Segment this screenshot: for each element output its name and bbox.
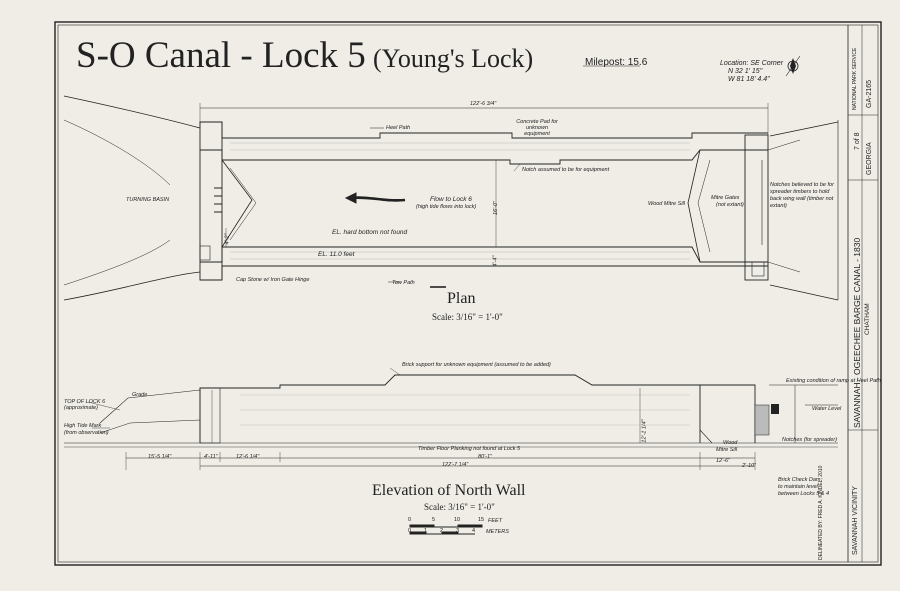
graphic-scale-bar xyxy=(409,524,483,535)
notches-spreader-label: Notches (for spreader) xyxy=(782,437,838,443)
wood-mitre-sill-label: Wood Mitre Sill xyxy=(648,201,685,207)
dimension-6: 2'-10" xyxy=(742,463,757,469)
concrete-pad-label: Concrete Pad for unknown equipment xyxy=(516,119,558,137)
wall-thickness-dimension: 4'-2" xyxy=(224,233,231,245)
scale-meter-4: 4 xyxy=(472,528,476,534)
plan-scale: Scale: 3/16" = 1'-0" xyxy=(432,312,503,322)
scale-feet-0: 0 xyxy=(408,517,412,523)
elevation-scale: Scale: 3/16" = 1'-0" xyxy=(424,502,495,512)
flow-label: Flow to Lock 6 xyxy=(430,196,472,203)
nps-label: NATIONAL PARK SERVICE xyxy=(852,47,858,110)
scale-feet-15: 15 xyxy=(478,517,485,523)
scale-feet-unit: FEET xyxy=(488,518,503,524)
top-of-lock6-label: TOP OF LOCK 6 xyxy=(64,399,106,405)
longitude-label: W 81 18' 4.4" xyxy=(728,76,770,83)
mitre-sill-label: Mitre Sill xyxy=(716,447,738,453)
survey-number: GA-2165 xyxy=(866,79,873,108)
drawing-subtitle: (Young's Lock) xyxy=(373,44,534,73)
flow-note: (high tide flows into lock) xyxy=(416,204,477,210)
state-label: GEORGIA xyxy=(866,142,873,175)
turning-basin-label: TURNING BASIN xyxy=(126,197,170,203)
latitude-label: N 32 1' 15" xyxy=(728,68,763,75)
water-level-label: Water Level xyxy=(812,406,842,412)
high-tide-note: (from observation) xyxy=(64,430,109,436)
north-arrow-icon xyxy=(785,55,801,77)
dimension-2: 4'-11" xyxy=(204,454,218,460)
scale-meter-unit: METERS xyxy=(486,529,509,535)
notches-note: Notches believed to be for spreader timb… xyxy=(770,182,834,209)
dimension-total: 122'-7 1/4" xyxy=(442,462,469,468)
notch-label: Notch assumed to be for equipment xyxy=(522,167,610,173)
brick-check-dam-label: Brick Check Dam xyxy=(778,477,821,483)
approximate-label: (approximate) xyxy=(64,405,98,411)
brick-support-label: Brick support for unknown equipment (ass… xyxy=(402,362,551,368)
scale-feet-5: 5 xyxy=(432,517,436,523)
sheet-number: 7 of 8 xyxy=(854,132,861,150)
location-label: Location: SE Corner xyxy=(720,60,784,67)
dimension-4: 80'-1" xyxy=(478,454,493,460)
lower-width-dimension: 4'-4" xyxy=(492,255,499,267)
not-extant-label: (not extant) xyxy=(716,202,744,208)
tow-path-label: Tow Path xyxy=(392,280,415,286)
check-dam-note: to maintain level between Locks 5 & 4 xyxy=(778,484,830,497)
chamber-width-dimension: 16'-0" xyxy=(493,200,500,216)
drawing-title: S-O Canal - Lock 5 xyxy=(76,35,366,76)
high-tide-label: High Tide Mark xyxy=(64,423,102,429)
scale-feet-10: 10 xyxy=(454,517,461,523)
plan-view xyxy=(63,95,839,301)
elevation-view xyxy=(64,367,838,470)
county-label: CHATHAM xyxy=(864,303,871,335)
grade-label: Grade xyxy=(132,392,148,398)
scale-meter-1: 1 xyxy=(424,528,428,534)
plan-title: Plan xyxy=(447,290,476,307)
dimension-1: 15'-5 1/4" xyxy=(148,454,172,460)
scale-meter-2: 2 xyxy=(440,528,444,534)
elevation-11-label: EL. 11.0 feet xyxy=(318,251,355,258)
wall-hatching xyxy=(230,142,690,260)
scale-meter-3: 3 xyxy=(456,528,460,534)
existing-condition-label: Existing condition of ramp at Heel Path xyxy=(786,378,881,384)
elevation-title: Elevation of North Wall xyxy=(372,482,526,499)
cap-stone-label: Cap Stone w/ Iron Gate Hinge xyxy=(236,277,310,283)
mitre-gates-label: Mitre Gates xyxy=(711,195,740,201)
milepost-label: Milepost: 15.6 xyxy=(585,57,648,68)
plan-overall-dimension: 122'-6 3/4" xyxy=(470,101,497,107)
elevation-bottom-label: EL. hard bottom not found xyxy=(332,229,408,236)
vicinity-label: SAVANNAH VICINITY xyxy=(852,486,859,555)
heel-path-label: Heel Path xyxy=(386,125,411,131)
timber-floor-label: Timber Floor Planking not found at Lock … xyxy=(418,446,521,452)
delineated-by: DELINEATED BY: FRED A. KINDEL, 2010 xyxy=(818,465,824,560)
inner-border xyxy=(57,24,879,563)
wood-label: Wood xyxy=(723,440,738,446)
outer-border xyxy=(54,21,882,566)
wall-height-dimension: 12'-1 1/4" xyxy=(641,419,648,443)
dimension-5: 12'-6" xyxy=(716,458,731,464)
project-title: SAVANNAH - OGEECHEE BARGE CANAL - 1830 xyxy=(852,237,862,428)
dimension-3: 12'-6 1/4" xyxy=(236,454,260,460)
scale-meter-0: 0 xyxy=(408,528,412,534)
